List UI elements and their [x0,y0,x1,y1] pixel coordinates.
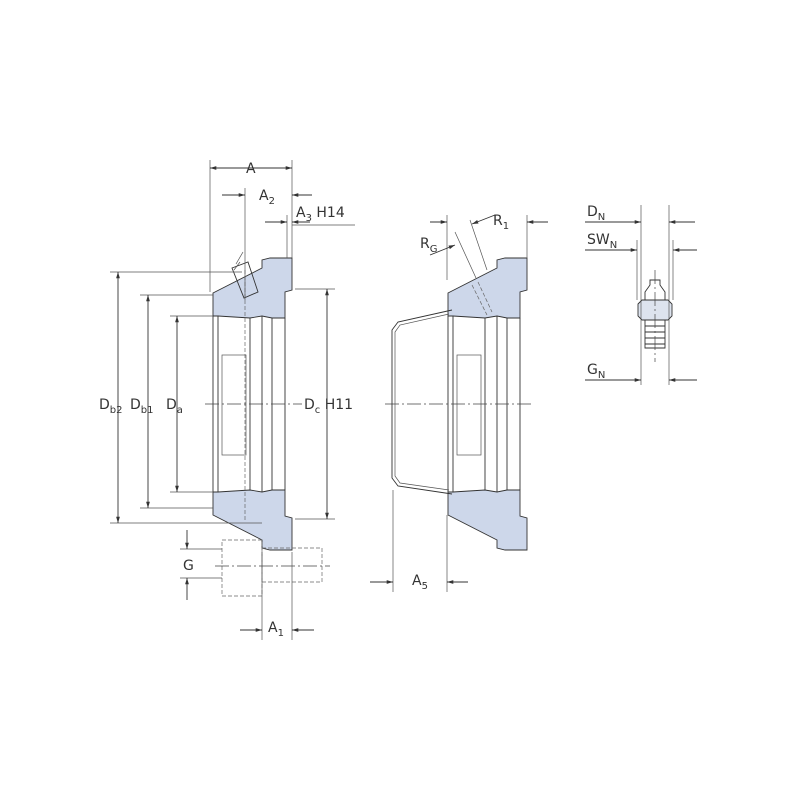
dim-label-G: G [183,558,194,574]
dim-label-Dc-H11: Dc H11 [304,397,353,416]
dim-label-DN: DN [587,204,605,223]
cover-section-top [447,257,528,319]
dim-label-Db2: Db2 [99,397,123,416]
cover-section-bottom [447,489,528,551]
dim-label-A2: A2 [259,188,275,207]
cover-section-top [212,257,293,319]
dim-label-A3-H14: A3 H14 [296,205,345,224]
cover-section-bottom [212,489,293,551]
dim-label-Da: Da [166,397,183,416]
grease-nipple-icon [231,251,259,299]
end-cap [391,309,453,495]
dim-label-GN: GN [587,362,605,381]
dim-label-R1: R1 [493,213,509,232]
dim-label-A1: A1 [268,620,284,639]
dim-label-A: A [246,161,256,177]
dim-label-SWN: SWN [587,232,617,251]
dim-label-RG: RG [420,236,437,255]
cover-section-view [110,160,355,640]
cover-with-end-cap-view [370,214,548,592]
grease-nipple-detail [585,205,697,385]
dim-label-Db1: Db1 [130,397,154,416]
dim-label-A5: A5 [412,573,428,592]
